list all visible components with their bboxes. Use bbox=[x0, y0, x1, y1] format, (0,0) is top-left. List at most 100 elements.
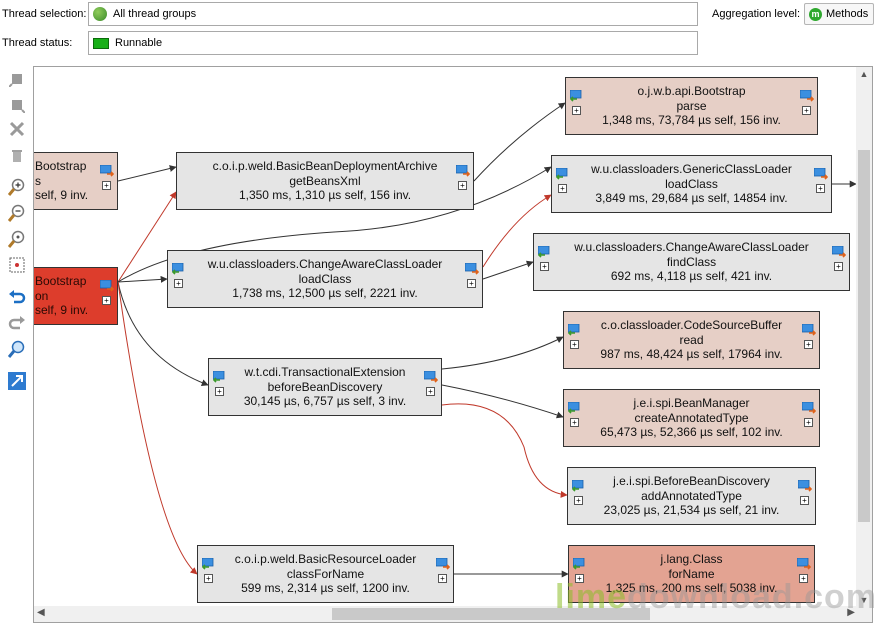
node-class-name: c.o.i.p.weld.BasicResourceLoader bbox=[234, 552, 417, 566]
redo-button[interactable] bbox=[6, 312, 28, 334]
expand-outgoing-button[interactable]: + bbox=[804, 340, 813, 349]
incoming-calls-icon[interactable] bbox=[212, 370, 226, 383]
expand-outgoing-button[interactable]: + bbox=[102, 296, 111, 305]
expand-incoming-button[interactable]: + bbox=[574, 496, 583, 505]
export-button[interactable] bbox=[6, 370, 28, 392]
outgoing-calls-icon[interactable] bbox=[799, 89, 815, 102]
find-button[interactable] bbox=[6, 338, 28, 360]
expand-incoming-button[interactable]: + bbox=[540, 262, 549, 271]
outgoing-calls-icon[interactable] bbox=[801, 323, 817, 336]
runnable-status-icon bbox=[93, 37, 109, 49]
forward-button[interactable] bbox=[6, 94, 28, 116]
node-method-name: loadClass bbox=[665, 176, 718, 191]
expand-incoming-button[interactable]: + bbox=[570, 340, 579, 349]
node-class-name: j.e.i.spi.BeforeBeanDiscovery bbox=[613, 474, 770, 488]
fit-to-window-button[interactable] bbox=[6, 254, 28, 276]
expand-outgoing-button[interactable]: + bbox=[804, 418, 813, 427]
expand-incoming-button[interactable]: + bbox=[204, 574, 213, 583]
incoming-calls-icon[interactable] bbox=[571, 479, 585, 492]
expand-incoming-button[interactable]: + bbox=[215, 387, 224, 396]
outgoing-calls-icon[interactable] bbox=[813, 167, 829, 180]
scroll-right-arrow[interactable]: ▶ bbox=[847, 607, 855, 618]
expand-incoming-button[interactable]: + bbox=[570, 418, 579, 427]
scroll-down-arrow[interactable]: ▼ bbox=[859, 595, 869, 605]
zoom-in-button[interactable] bbox=[6, 176, 28, 198]
horizontal-scroll-thumb[interactable] bbox=[332, 608, 650, 620]
expand-incoming-button[interactable]: + bbox=[558, 184, 567, 193]
expand-incoming-button[interactable]: + bbox=[174, 279, 183, 288]
zoom-out-button[interactable] bbox=[6, 202, 28, 224]
outgoing-calls-icon[interactable] bbox=[99, 279, 115, 292]
thread-selection-value: All thread groups bbox=[113, 8, 197, 20]
vertical-scroll-thumb[interactable] bbox=[858, 150, 870, 522]
node-stats: 987 ms, 48,424 µs self, 17964 inv. bbox=[600, 347, 783, 361]
vertical-scrollbar[interactable]: ▲ ▼ bbox=[856, 67, 872, 607]
expand-incoming-button[interactable]: + bbox=[575, 574, 584, 583]
node-stats: 30,145 µs, 6,757 µs self, 3 inv. bbox=[243, 394, 407, 408]
outgoing-calls-icon[interactable] bbox=[423, 370, 439, 383]
expand-outgoing-button[interactable]: + bbox=[458, 181, 467, 190]
incoming-calls-icon[interactable] bbox=[171, 262, 185, 275]
expand-outgoing-button[interactable]: + bbox=[800, 496, 809, 505]
node-method-name: getBeansXml bbox=[289, 173, 361, 188]
aggregation-level-button[interactable]: m Methods bbox=[804, 3, 874, 25]
scroll-up-arrow[interactable]: ▲ bbox=[859, 69, 869, 79]
node-method-name: on bbox=[35, 288, 49, 303]
call-edge bbox=[441, 384, 564, 419]
expand-outgoing-button[interactable]: + bbox=[802, 106, 811, 115]
outgoing-calls-icon[interactable] bbox=[99, 164, 115, 177]
back-button[interactable] bbox=[6, 68, 28, 90]
node-class-name: w.t.cdi.TransactionalExtension bbox=[244, 365, 406, 379]
incoming-calls-icon[interactable] bbox=[537, 245, 551, 258]
undo-button[interactable] bbox=[6, 286, 28, 308]
expand-outgoing-button[interactable]: + bbox=[834, 262, 843, 271]
expand-incoming-button[interactable]: + bbox=[572, 106, 581, 115]
scroll-left-arrow[interactable]: ◀ bbox=[37, 607, 45, 618]
incoming-calls-icon[interactable] bbox=[201, 557, 215, 570]
incoming-calls-icon[interactable] bbox=[567, 323, 581, 336]
scroll-corner bbox=[856, 606, 872, 622]
incoming-calls-icon[interactable] bbox=[567, 401, 581, 414]
node-method-name: addAnnotatedType bbox=[641, 488, 742, 503]
thread-selection-label: Thread selection: bbox=[2, 8, 87, 20]
outgoing-calls-icon[interactable] bbox=[435, 557, 451, 570]
trash-button[interactable] bbox=[6, 144, 28, 166]
horizontal-scrollbar[interactable]: ◀ ▶ bbox=[34, 606, 858, 622]
thread-status-dropdown[interactable]: Runnable bbox=[88, 31, 698, 55]
outgoing-calls-icon[interactable] bbox=[796, 557, 812, 570]
node-stats: 23,025 µs, 21,534 µs self, 21 inv. bbox=[603, 503, 780, 517]
zoom-100-button[interactable] bbox=[6, 228, 28, 250]
thread-selection-dropdown[interactable]: All thread groups bbox=[88, 2, 698, 26]
outgoing-calls-icon[interactable] bbox=[797, 479, 813, 492]
outgoing-calls-icon[interactable] bbox=[464, 262, 480, 275]
outgoing-calls-icon[interactable] bbox=[455, 164, 471, 177]
incoming-calls-icon[interactable] bbox=[569, 89, 583, 102]
incoming-calls-icon[interactable] bbox=[572, 557, 586, 570]
expand-outgoing-button[interactable]: + bbox=[438, 574, 447, 583]
expand-outgoing-button[interactable]: + bbox=[467, 279, 476, 288]
node-class-name: j.e.i.spi.BeanManager bbox=[633, 396, 750, 410]
expand-outgoing-button[interactable]: + bbox=[799, 574, 808, 583]
incoming-calls-icon[interactable] bbox=[555, 167, 569, 180]
outgoing-calls-icon[interactable] bbox=[801, 401, 817, 414]
node-method-name: loadClass bbox=[298, 271, 352, 286]
expand-outgoing-button[interactable]: + bbox=[102, 181, 111, 190]
expand-outgoing-button[interactable]: + bbox=[426, 387, 435, 396]
expand-outgoing-button[interactable]: + bbox=[816, 184, 825, 193]
outgoing-calls-icon[interactable] bbox=[831, 245, 847, 258]
delete-button[interactable] bbox=[6, 118, 28, 140]
